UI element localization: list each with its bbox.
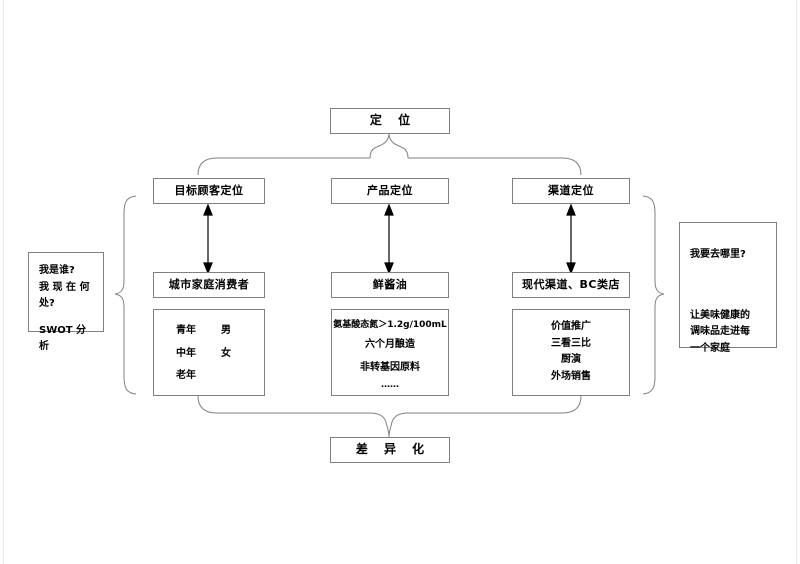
positioning-title-box[interactable]: 定 位: [330, 108, 450, 134]
detail-box-product[interactable]: 氨基酸态氮＞1.2g/100mL 六个月酿造 非转基因原料 ……: [331, 309, 449, 396]
double-arrow-target-customer-icon: [203, 203, 213, 275]
header-box-product[interactable]: 产品定位: [331, 178, 449, 204]
detail-box-channel[interactable]: 价值推广 三看三比 厨演 外场销售: [512, 309, 630, 396]
right-answer-line-1: 让美味健康的: [690, 309, 750, 321]
left-question-line-2: 我 现 在 何: [39, 281, 90, 293]
subject-box-product[interactable]: 鲜酱油: [331, 272, 449, 298]
left-swot-label: SWOT 分析: [39, 324, 87, 353]
detail-row: 青年 男: [154, 324, 264, 339]
differentiation-label: 差 异 化: [355, 442, 431, 457]
detail-text: 六个月酿造: [365, 339, 415, 351]
header-box-channel[interactable]: 渠道定位: [512, 178, 630, 204]
page-border-right: [796, 0, 797, 564]
double-arrow-product-icon: [384, 203, 394, 275]
right-vision-box[interactable]: 我要去哪里? 让美味健康的 调味品走进每 一个家庭: [679, 222, 777, 354]
right-answer-line-3: 一个家庭: [690, 342, 730, 354]
right-answer-line-2: 调味品走进每: [690, 326, 750, 337]
detail-text: 非转基因原料: [360, 361, 420, 373]
detail-text: 中年: [176, 347, 196, 359]
left-box-spacer: [39, 313, 95, 323]
header-box-target-customer[interactable]: 目标顾客定位: [153, 178, 265, 204]
differentiation-box[interactable]: 差 异 化: [330, 437, 450, 463]
top-brace-icon: [197, 132, 582, 176]
right-box-arrow-spacer: [690, 264, 768, 308]
header-label-channel: 渠道定位: [548, 184, 594, 198]
detail-row: 老年: [154, 369, 264, 384]
detail-text: 氨基酸态氮＞1.2g/100mL: [333, 320, 447, 330]
subject-box-target-customer[interactable]: 城市家庭消费者: [153, 272, 265, 298]
subject-label-target-customer: 城市家庭消费者: [168, 278, 250, 292]
detail-text: 外场销售: [551, 370, 591, 382]
detail-text: 青年: [176, 325, 196, 336]
positioning-title-label: 定 位: [369, 113, 417, 128]
subject-label-product: 鲜酱油: [372, 278, 408, 292]
detail-text: 女: [220, 347, 231, 359]
left-question-line-3: 处?: [39, 298, 55, 309]
right-brace-icon: [642, 195, 665, 395]
detail-box-target-customer[interactable]: 青年 男 中年 女 老年: [153, 309, 265, 396]
header-label-product: 产品定位: [367, 184, 413, 198]
detail-text: [221, 369, 264, 384]
detail-text: 老年: [176, 370, 196, 381]
detail-row: 中年 女: [154, 347, 264, 362]
left-question-line-1: 我是谁?: [39, 265, 75, 276]
left-brace-icon: [114, 195, 137, 395]
detail-text: 三看三比: [551, 337, 591, 349]
right-question-label: 我要去哪里?: [690, 249, 746, 260]
bottom-brace-icon: [197, 395, 582, 438]
detail-text: ……: [381, 380, 399, 391]
subject-box-channel[interactable]: 现代渠道、BC类店: [512, 272, 630, 298]
double-arrow-channel-icon: [566, 203, 576, 275]
detail-text: 男: [220, 325, 231, 336]
left-context-box[interactable]: 我是谁? 我 现 在 何 处? SWOT 分析: [28, 252, 104, 352]
subject-label-channel: 现代渠道、BC类店: [522, 278, 620, 292]
detail-text: 价值推广: [551, 321, 591, 332]
header-label-target-customer: 目标顾客定位: [174, 184, 244, 198]
page-border-left: [3, 0, 4, 564]
detail-text: 厨演: [561, 354, 581, 365]
